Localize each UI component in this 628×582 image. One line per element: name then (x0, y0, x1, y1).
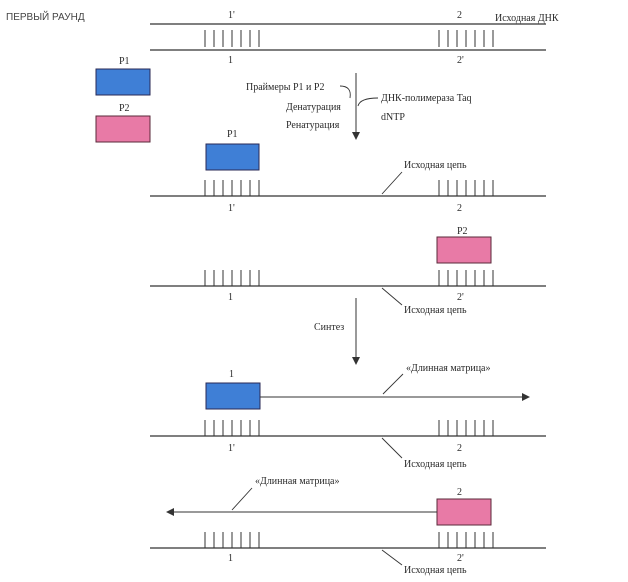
legend-p1-box (95, 68, 151, 96)
dntp-label: dNTP (381, 112, 405, 123)
extended-p1-box (205, 382, 261, 410)
extended-p1-label: 1 (229, 369, 234, 380)
source-dna-label: Исходная ДНК (495, 13, 559, 24)
strand-b-site-1-label: 1 (228, 292, 233, 303)
annealed-p2-label: P2 (457, 226, 468, 237)
strand-a-ticks-left (204, 180, 260, 196)
site-2prime-label: 2' (457, 55, 464, 66)
site-1prime-label: 1' (228, 10, 235, 21)
source-dna-duplex: 1' 2 1 2' Исходная ДНК (150, 10, 559, 66)
strand-d-ticks-right (438, 532, 494, 548)
strand-c-site-1prime-label: 1' (228, 443, 235, 454)
strand-d-ticks-left (204, 532, 260, 548)
strand-a-ticks-right (438, 180, 494, 196)
polymerase-leader (357, 97, 379, 107)
annealed-p2-box (436, 236, 492, 264)
extended-p2-box (436, 498, 492, 526)
strand-a-with-p1: P1 1' 2 Исходная цепь (150, 129, 546, 214)
renaturation-label: Ренатурация (286, 120, 340, 131)
primers-label: Праймеры Р1 и Р2 (246, 82, 324, 93)
strand-b-with-p2: P2 1 2' Исходная цепь (150, 226, 546, 316)
site-2-label: 2 (457, 10, 462, 21)
dna-duplex-ticks-left (204, 30, 260, 47)
strand-c-ticks-right (438, 420, 494, 436)
strand-b-site-2prime-label: 2' (457, 292, 464, 303)
long-template-1-leader (382, 373, 404, 395)
extended-p2-label: 2 (457, 487, 462, 498)
annealed-p1-label: P1 (227, 129, 238, 140)
step-denature-arrow: Праймеры Р1 и Р2 Денатурация Ренатурация… (246, 73, 472, 140)
primer-legend: P1 P2 (95, 56, 151, 143)
strand-b-extended: 2 «Длинная матрица» 1 2' Исходная це (150, 476, 546, 576)
site-1-label: 1 (228, 55, 233, 66)
synthesis-label: Синтез (314, 322, 344, 333)
strand-d-site-1-label: 1 (228, 553, 233, 564)
legend-p1-label: P1 (119, 56, 130, 67)
annealed-p1-box (205, 143, 260, 171)
denaturation-label: Денатурация (286, 102, 341, 113)
strand-b-leader (381, 287, 403, 306)
strand-d-source-label: Исходная цепь (404, 565, 467, 576)
primers-leader (339, 85, 351, 99)
strand-d-site-2prime-label: 2' (457, 553, 464, 564)
strand-a-site-2-label: 2 (457, 203, 462, 214)
long-template-2-arrowhead (166, 508, 174, 516)
long-template-2-label: «Длинная матрица» (255, 476, 339, 487)
long-template-1-label: «Длинная матрица» (406, 363, 490, 374)
polymerase-label: ДНК-полимераза Taq (381, 93, 472, 104)
strand-a-extended: 1 «Длинная матрица» 1' 2 Исходная це (150, 363, 546, 470)
strand-a-site-1prime-label: 1' (228, 203, 235, 214)
step-1-arrowhead (352, 132, 360, 140)
strand-d-leader (381, 549, 403, 566)
strand-c-leader (381, 437, 403, 459)
strand-b-ticks-left (204, 270, 260, 286)
strand-c-site-2-label: 2 (457, 443, 462, 454)
strand-c-ticks-left (204, 420, 260, 436)
step-synthesis-arrow: Синтез (314, 298, 360, 365)
dna-duplex-ticks-right (438, 30, 494, 47)
long-template-2-leader (231, 487, 253, 511)
strand-b-source-label: Исходная цепь (404, 305, 467, 316)
step-2-arrowhead (352, 357, 360, 365)
strand-c-source-label: Исходная цепь (404, 459, 467, 470)
diagram-title: ПЕРВЫЙ РАУНД (6, 10, 85, 23)
strand-a-leader (381, 171, 403, 195)
legend-p2-label: P2 (119, 103, 130, 114)
legend-p2-box (95, 115, 151, 143)
strand-a-source-label: Исходная цепь (404, 160, 467, 171)
strand-b-ticks-right (438, 270, 494, 286)
long-template-1-arrowhead (522, 393, 530, 401)
